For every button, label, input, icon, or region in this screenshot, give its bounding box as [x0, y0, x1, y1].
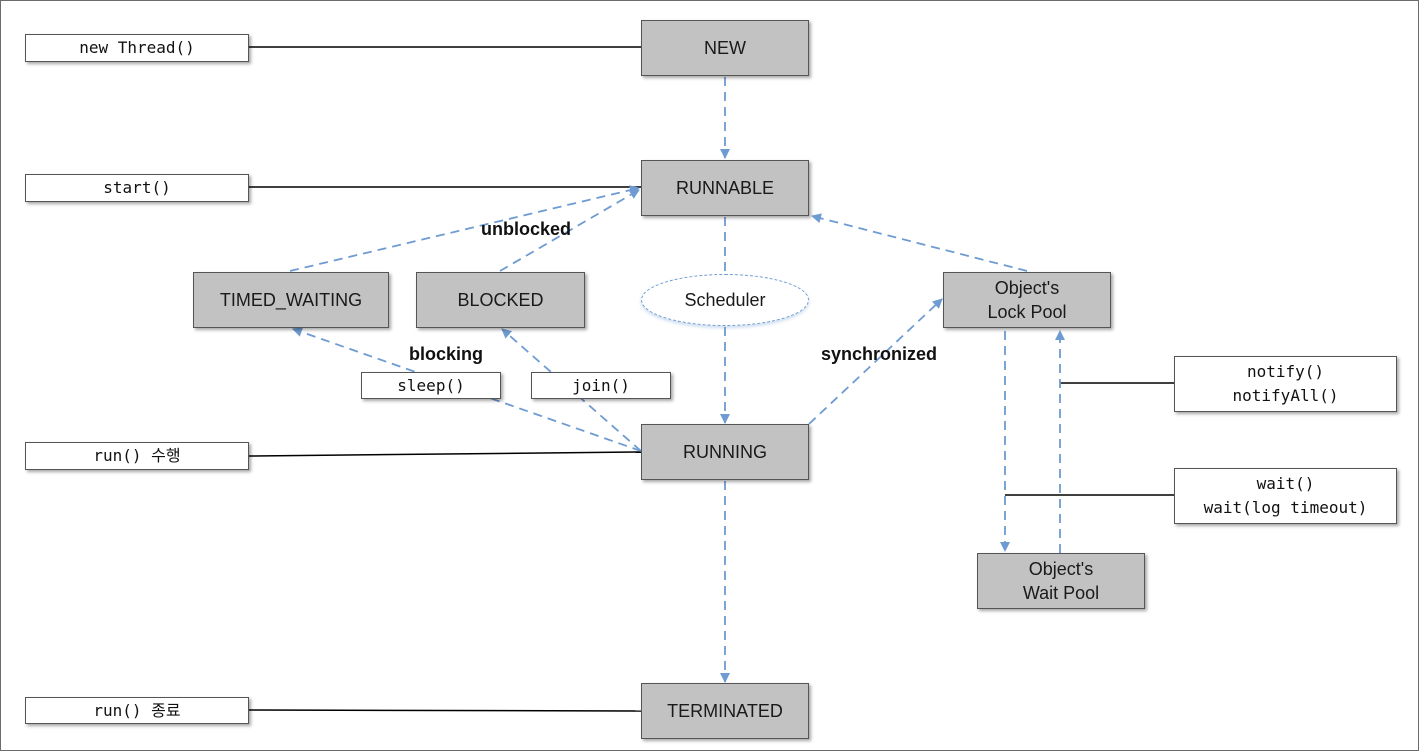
state-terminated: TERMINATED [641, 683, 809, 739]
state-lock-pool: Object's Lock Pool [943, 272, 1111, 328]
method-join: join() [531, 372, 671, 399]
method-run-end: run() 종료 [25, 697, 249, 724]
method-notify: notify() notifyAll() [1174, 356, 1397, 412]
state-new: NEW [641, 20, 809, 76]
scheduler-node: Scheduler [641, 274, 809, 326]
method-new-thread: new Thread() [25, 34, 249, 62]
method-start: start() [25, 174, 249, 202]
state-blocked: BLOCKED [416, 272, 585, 328]
state-timed-waiting: TIMED_WAITING [193, 272, 389, 328]
state-wait-pool: Object's Wait Pool [977, 553, 1145, 609]
label-blocking: blocking [409, 344, 484, 364]
method-sleep: sleep() [361, 372, 501, 399]
label-unblocked: unblocked [481, 219, 572, 239]
method-run-exec: run() 수행 [25, 442, 249, 470]
state-runnable: RUNNABLE [641, 160, 809, 216]
method-wait: wait() wait(log timeout) [1174, 468, 1397, 524]
label-synchronized: synchronized [821, 344, 938, 364]
state-running: RUNNING [641, 424, 809, 480]
